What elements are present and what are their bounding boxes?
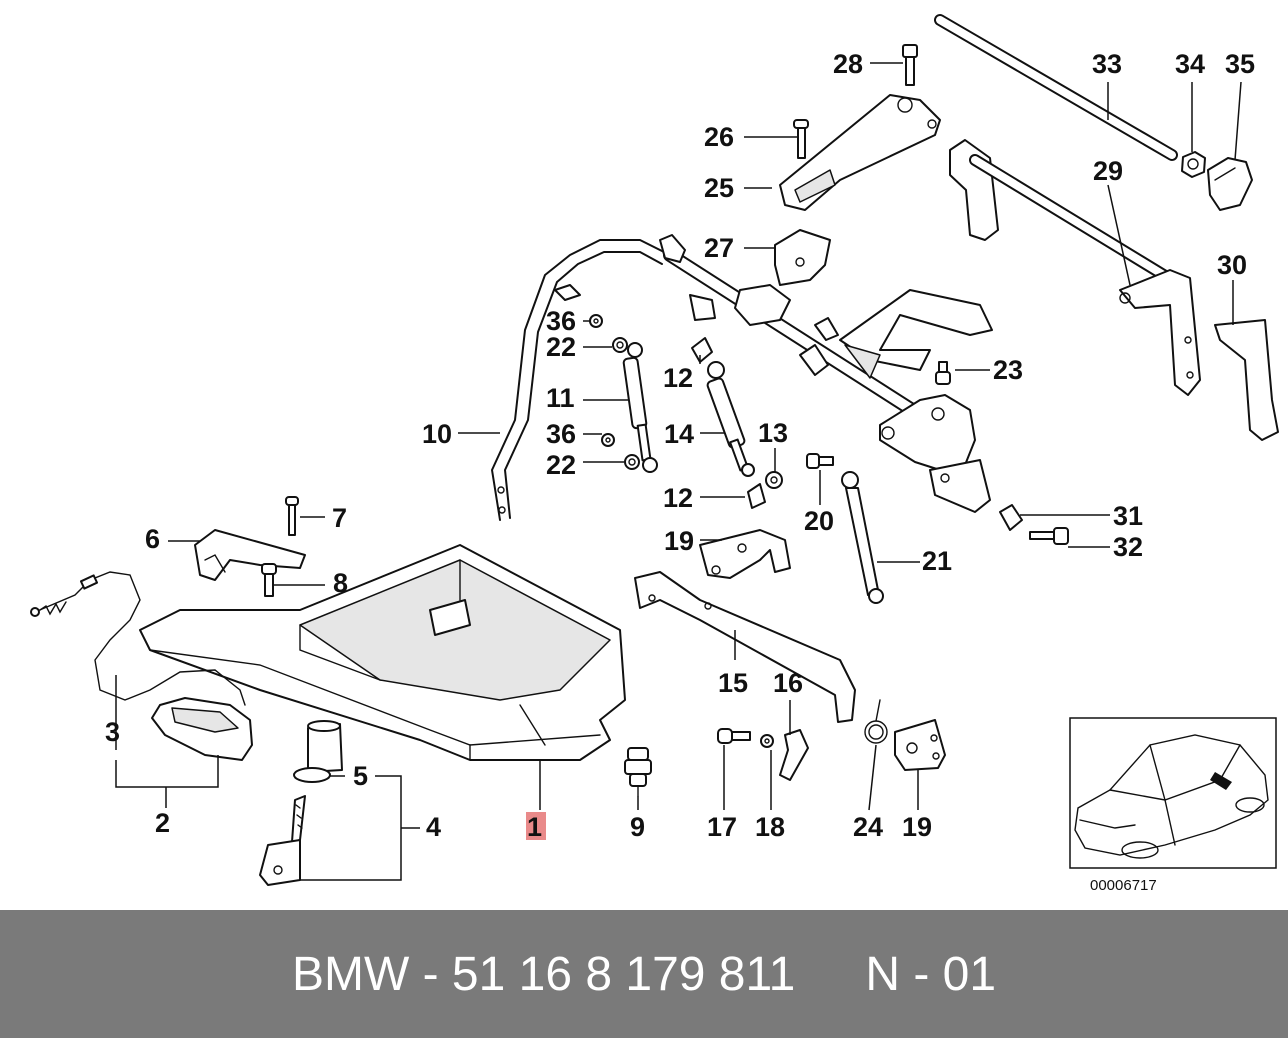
gas-strut-part-14: [706, 361, 755, 477]
callout-11: 11: [546, 383, 575, 413]
bushing-part-13: [765, 471, 783, 489]
key-part-4: [259, 795, 306, 886]
callout-26: 26: [704, 122, 734, 152]
latch-rail-part-15: [634, 571, 856, 723]
callout-16: 16: [773, 668, 803, 698]
leader-lines: [115, 62, 1242, 881]
callout-35: 35: [1225, 49, 1255, 79]
frame-bar-part-10: [491, 234, 991, 521]
hinge-bracket-part-29: [949, 139, 1201, 396]
pin-part-8: [261, 563, 277, 597]
bracket-part-25: [779, 94, 941, 211]
callout-7: 7: [332, 503, 347, 533]
glove-box-part-1: [139, 544, 626, 761]
callout-4: 4: [426, 812, 441, 842]
callout-29: 29: [1093, 156, 1123, 186]
screw-part-26: [793, 119, 809, 159]
part-number-footer: BMW - 51 16 8 179 811 N - 01: [0, 910, 1288, 1038]
callout-20: 20: [804, 506, 834, 536]
screw-part-7: [285, 496, 299, 536]
callout-19-lower: 19: [902, 812, 932, 842]
nut-part-34: [1181, 151, 1206, 178]
callout-9: 9: [630, 812, 645, 842]
callout-5: 5: [353, 761, 368, 791]
callout-6: 6: [145, 524, 160, 554]
part-1-highlight-box: [526, 812, 546, 840]
grip-part-2: [151, 697, 253, 761]
callout-22-upper: 22: [546, 332, 576, 362]
nut-part-23: [935, 361, 951, 385]
callout-34: 34: [1175, 49, 1205, 79]
support-bracket-part-23-mount: [839, 289, 993, 379]
washer-part-22b: [624, 454, 640, 470]
callout-3: 3: [105, 717, 120, 747]
callout-12-upper: 12: [663, 363, 693, 393]
clip-part-12b: [747, 483, 766, 509]
callout-33: 33: [1092, 49, 1122, 79]
callout-2: 2: [155, 808, 170, 838]
spring-part-24: [864, 699, 888, 744]
washer-part-22a: [612, 337, 628, 353]
callout-31: 31: [1113, 501, 1143, 531]
knob-part-35: [1207, 157, 1253, 211]
callout-17: 17: [707, 812, 737, 842]
callout-15: 15: [718, 668, 748, 698]
callout-23: 23: [993, 355, 1023, 385]
bracket-part-19-upper: [699, 529, 791, 579]
lock-cylinder-part-5: [293, 720, 343, 783]
callout-36-lower: 36: [546, 419, 576, 449]
callout-12-lower: 12: [663, 483, 693, 513]
callout-27: 27: [704, 233, 734, 263]
link-part-21: [841, 471, 884, 604]
callout-28: 28: [833, 49, 863, 79]
clip-part-27: [774, 229, 831, 286]
callout-19-upper: 19: [664, 526, 694, 556]
exploded-parts-diagram: 1 2 3 4 5 6 7 8 9 10 11 12 12 13 14 15 1…: [30, 14, 1279, 894]
bolt-part-17: [717, 728, 751, 744]
bracket-part-19-lower: [894, 719, 946, 771]
callout-1: 1: [527, 812, 542, 842]
callout-10: 10: [422, 419, 452, 449]
cover-part-30: [1214, 319, 1279, 441]
part-number-text: BMW - 51 16 8 179 811: [291, 947, 796, 1001]
screw-part-28: [902, 44, 918, 86]
callout-21: 21: [922, 546, 952, 576]
callout-24: 24: [853, 812, 883, 842]
callout-13: 13: [758, 418, 788, 448]
callout-labels: 1 2 3 4 5 6 7 8 9 10 11 12 12 13 14 15 1…: [105, 49, 1255, 842]
callout-32: 32: [1113, 532, 1143, 562]
callout-22-lower: 22: [546, 450, 576, 480]
car-silhouette-icon: [1074, 734, 1269, 859]
vehicle-location-inset: 00006717: [1069, 717, 1277, 894]
gas-strut-part-11: [622, 342, 658, 473]
pin-part-9: [624, 747, 652, 797]
callout-36-upper: 36: [546, 306, 576, 336]
lever-part-16: [779, 729, 809, 781]
callout-25: 25: [704, 173, 734, 203]
callout-14: 14: [664, 419, 694, 449]
clip-part-31: [999, 504, 1023, 531]
washer-part-36b: [601, 433, 615, 447]
callout-30: 30: [1217, 250, 1247, 280]
bolt-part-32: [1029, 527, 1069, 545]
latch-handle-part-6: [194, 529, 306, 581]
rod-part-33: [934, 14, 1178, 161]
callout-18: 18: [755, 812, 785, 842]
washer-part-36a: [589, 314, 603, 328]
bolt-part-20: [806, 453, 834, 469]
inset-diagram-code: 00006717: [1090, 877, 1157, 894]
clip-part-12a: [691, 337, 713, 363]
callout-8: 8: [333, 568, 348, 598]
variant-code-text: N - 01: [865, 947, 997, 1001]
washer-part-18: [760, 734, 774, 748]
cable-part-3: [30, 571, 246, 706]
